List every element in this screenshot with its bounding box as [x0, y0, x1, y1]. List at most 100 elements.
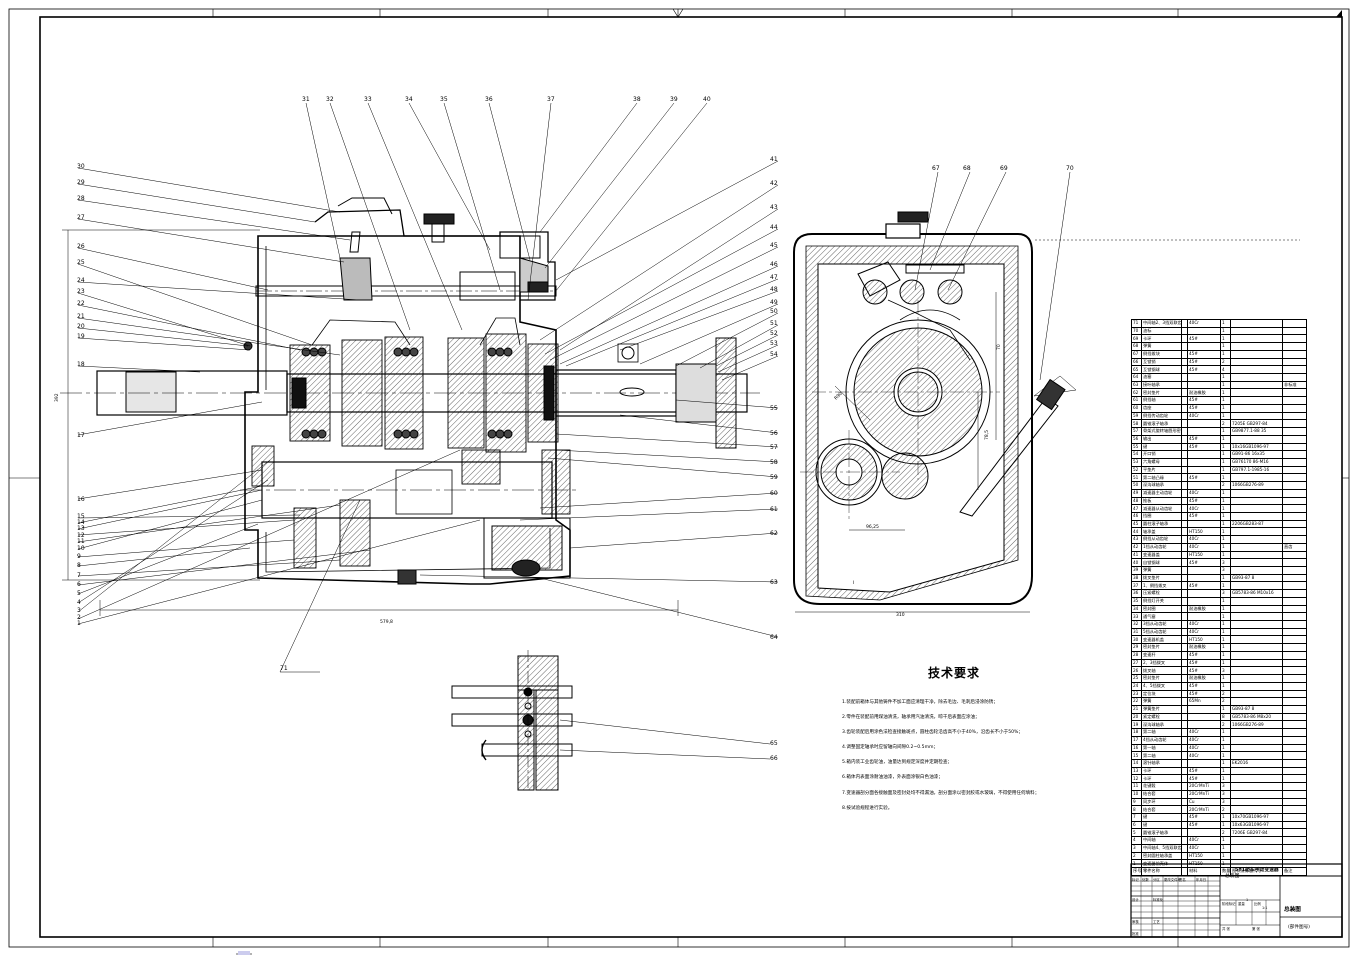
bom-cell: 1	[1220, 542, 1231, 552]
bom-cell: 弹簧	[1141, 566, 1182, 575]
bom-cell: 49	[1131, 488, 1142, 498]
bom-cell	[1282, 496, 1307, 506]
svg-text:32: 32	[326, 96, 334, 103]
bom-cell	[1230, 851, 1283, 861]
bom-cell: 5挡从动齿轮	[1141, 627, 1182, 637]
bom-cell: 圆柱滚子轴承	[1141, 519, 1182, 529]
svg-text:78,5: 78,5	[984, 430, 990, 440]
bom-cell: 2	[1220, 805, 1231, 814]
svg-text:42: 42	[770, 180, 778, 187]
bom-cell	[1282, 674, 1307, 683]
bom-cell: 10x63GB1096-97	[1230, 820, 1283, 830]
bom-cell: 2	[1220, 828, 1231, 838]
bom-cell: 直齿	[1282, 542, 1307, 552]
bom-cell	[1230, 689, 1283, 699]
bom-cell	[1230, 604, 1283, 614]
bom-cell	[1187, 427, 1221, 436]
bom-cell: 1	[1220, 511, 1231, 521]
title-block-label: 阶段标记	[1222, 902, 1236, 906]
bom-cell: 互锁钢球	[1141, 365, 1182, 375]
bill-of-materials: 71中间轴2、3挡双联齿轮40Cr170油标169卡环45#168弹簧167倒挡…	[1131, 319, 1307, 876]
bom-cell: 59	[1131, 411, 1142, 421]
bom-cell: 45#	[1187, 650, 1221, 660]
bom-cell: 1	[1220, 774, 1231, 784]
bom-cell	[1230, 612, 1283, 622]
bom-cell: 1	[1220, 620, 1231, 629]
bom-cell: 63	[1131, 380, 1142, 390]
bom-cell: 52	[1131, 465, 1142, 475]
bom-cell: 6	[1131, 820, 1142, 830]
svg-text:30: 30	[77, 163, 85, 170]
svg-text:45: 45	[770, 242, 778, 249]
title-block-label: 分区	[1153, 878, 1160, 882]
bom-cell	[1230, 643, 1283, 652]
bom-cell: 1	[1220, 550, 1231, 560]
title-block-label: 重量	[1238, 902, 1245, 906]
svg-text:58: 58	[770, 459, 778, 466]
bom-cell	[1230, 797, 1283, 807]
bom-cell	[1282, 805, 1307, 814]
svg-text:70: 70	[1066, 165, 1074, 172]
bom-cell	[1282, 388, 1307, 398]
svg-text:47: 47	[770, 274, 778, 281]
bom-cell: 43	[1131, 535, 1142, 544]
bom-cell	[1230, 843, 1283, 853]
bom-cell: 24	[1131, 681, 1142, 691]
bom-cell	[1282, 481, 1307, 490]
bom-cell	[1230, 380, 1283, 390]
bom-cell	[1282, 836, 1307, 845]
bom-cell	[1230, 542, 1283, 552]
bom-cell: EK2016	[1230, 758, 1283, 768]
title-block-label: 审核	[1132, 920, 1139, 924]
svg-text:17: 17	[77, 432, 85, 439]
bom-cell: 3	[1220, 589, 1231, 598]
bom-cell	[1187, 828, 1221, 838]
bom-cell	[1282, 396, 1307, 405]
bom-cell: 1	[1220, 442, 1231, 452]
bom-cell: 45#	[1187, 666, 1221, 676]
bom-row: 57骨架式旋转轴唇形密封圈1GB9877.1-88 35	[1131, 427, 1307, 436]
bom-cell: 56	[1131, 434, 1142, 444]
bom-cell: HT150	[1187, 851, 1221, 861]
bom-cell: 61	[1131, 396, 1142, 405]
bom-cell	[1187, 450, 1221, 459]
bom-cell	[1282, 720, 1307, 730]
bom-cell	[1282, 635, 1307, 645]
bom-cell	[1230, 566, 1283, 575]
design-title: 5Y1轿车手动变速器	[1235, 868, 1279, 873]
bom-cell	[1187, 720, 1221, 730]
svg-text:9: 9	[77, 553, 81, 560]
bom-cell: 53	[1131, 457, 1142, 467]
bom-cell	[1282, 450, 1307, 459]
svg-text:24: 24	[77, 277, 85, 284]
bom-cell: 花键毂	[1141, 782, 1182, 791]
bom-cell	[1187, 519, 1221, 529]
bom-cell	[1282, 419, 1307, 429]
bom-cell: 1	[1220, 658, 1231, 668]
bom-cell: 45#	[1187, 689, 1221, 699]
bom-cell	[1230, 774, 1283, 784]
title-block-label: 标准化	[1153, 898, 1164, 902]
bom-cell: 卡环	[1141, 774, 1182, 784]
title-block-label: 批准	[1132, 932, 1139, 936]
bom-cell: 拨叉轴	[1141, 666, 1182, 676]
bom-cell	[1230, 334, 1283, 344]
bom-cell: 40Cr	[1187, 843, 1221, 853]
bom-cell: GB5783-86 M8x20	[1230, 712, 1283, 722]
bom-cell	[1230, 473, 1283, 483]
bom-cell: 平垫片	[1141, 465, 1182, 475]
bom-cell: 54	[1131, 450, 1142, 459]
bom-cell: 45#	[1187, 774, 1221, 784]
bom-cell	[1282, 758, 1307, 768]
bom-cell: 卡环	[1141, 334, 1182, 344]
svg-text:60: 60	[770, 490, 778, 497]
bom-cell: 1	[1220, 836, 1231, 845]
